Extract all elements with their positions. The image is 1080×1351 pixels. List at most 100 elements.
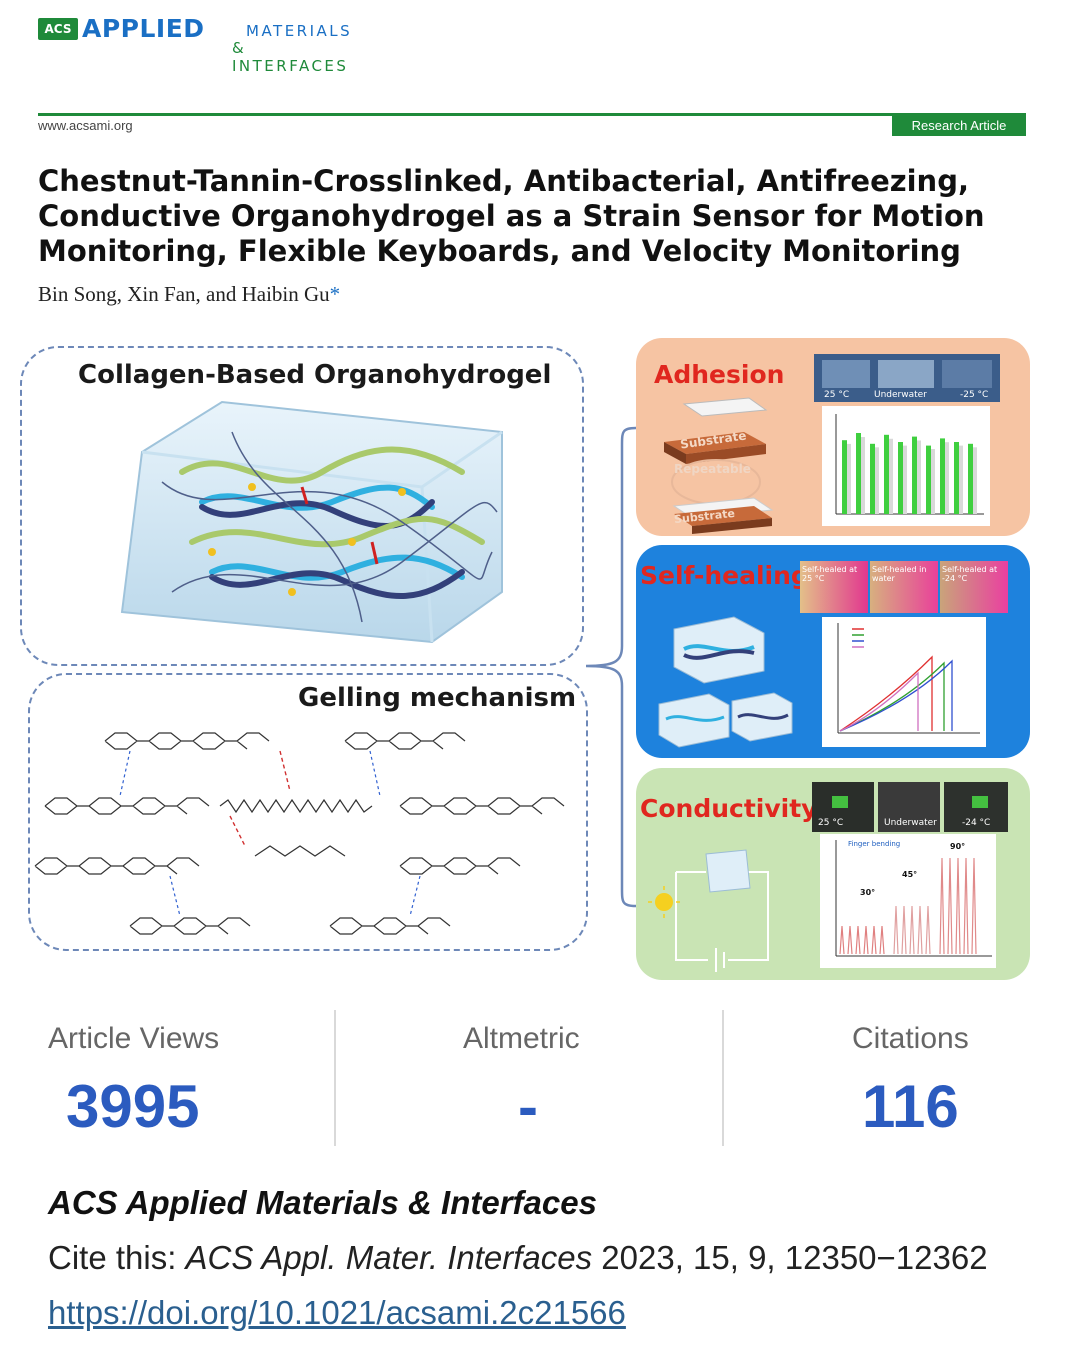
stress-strain-curve: [839, 659, 953, 732]
conductivity-panel: Conductivity 25 °C Underwater -24 °C Fin…: [636, 768, 1030, 980]
collagen-organohydrogel-box: Collagen-Based Organohydrogel: [20, 346, 584, 666]
title-line: Chestnut-Tannin-Crosslinked, Antibacteri…: [38, 164, 969, 198]
resistance-change-plot: [835, 840, 992, 957]
angle-label: 90°: [950, 842, 966, 851]
adhesion-panel: Adhesion Substrate Repeatable Substrate …: [636, 338, 1030, 536]
cite-details: 2023, 15, 9, 12350−12362: [601, 1239, 988, 1276]
adhesion-bar: [959, 445, 963, 514]
healing-photo-label: Self-healed at -24 °C: [942, 565, 998, 583]
stress-strain-plot: [837, 623, 980, 734]
resistance-peak: [901, 905, 907, 955]
adhesion-bar: [884, 434, 889, 514]
resistance-peak: [971, 857, 977, 955]
resistance-peak: [963, 857, 969, 955]
adhesion-bar: [842, 440, 847, 514]
adhesion-bar: [856, 433, 861, 514]
site-url[interactable]: www.acsami.org: [38, 118, 133, 133]
resistance-peak: [917, 905, 923, 955]
angle-label: 45°: [902, 870, 918, 879]
article-type-badge: Research Article: [892, 115, 1026, 136]
citations-label: Citations: [852, 1022, 969, 1055]
conductivity-photo-label: Underwater: [884, 818, 937, 828]
adhesion-photo-caption: -25 °C: [960, 390, 989, 400]
self-healing-title: Self-healing: [640, 561, 809, 590]
adhesion-bar: [945, 442, 949, 514]
journal-name: ACS Applied Materials & Interfaces: [48, 1184, 597, 1221]
adhesion-bar: [912, 436, 917, 514]
gelling-mechanism-box: Gelling mechanism: [28, 673, 588, 951]
self-healing-panel: Self-healing Self-healed at 25 °C Self-h…: [636, 545, 1030, 758]
substrate-illustration: [664, 397, 774, 534]
resistance-peak: [909, 905, 915, 955]
resistance-peak: [925, 905, 931, 955]
gelling-title: Gelling mechanism: [298, 683, 577, 713]
resistance-peak: [871, 925, 877, 955]
adhesion-photo-strip: 25 °C Underwater -25 °C: [814, 354, 1000, 402]
adhesion-bar: [917, 440, 921, 514]
adhesion-bar: [861, 437, 865, 514]
hydrogel-block-illustration: [120, 400, 503, 644]
resistance-peak: [879, 925, 885, 955]
metrics-divider: [334, 1010, 336, 1146]
adhesion-bar-plot: [835, 414, 984, 515]
collagen-title: Collagen-Based Organohydrogel: [78, 360, 552, 390]
stress-strain-curve: [839, 655, 933, 732]
finger-bending-caption: Finger bending: [848, 840, 901, 848]
adhesion-bar: [940, 438, 945, 514]
adhesion-bar: [968, 443, 973, 514]
bracket-connector: [585, 426, 637, 908]
chemical-structure-diagram: [34, 732, 565, 935]
adhesion-bar: [847, 443, 851, 514]
resistance-peak: [839, 925, 845, 955]
angle-label: 30°: [860, 888, 876, 897]
article-views-label: Article Views: [48, 1022, 220, 1055]
header-divider: [38, 113, 1026, 116]
author-list: Bin Song, Xin Fan, and Haibin Gu*: [38, 282, 340, 307]
resistance-peak: [893, 905, 899, 955]
title-line: Conductive Organohydrogel as a Strain Se…: [38, 199, 985, 233]
adhesion-bar: [926, 445, 931, 514]
healing-photo-strip: Self-healed at 25 °C Self-healed in wate…: [800, 561, 1008, 613]
adhesion-photo-caption: Underwater: [874, 390, 927, 400]
conductivity-title: Conductivity: [640, 794, 818, 823]
doi-link[interactable]: https://doi.org/10.1021/acsami.2c21566: [48, 1294, 626, 1331]
authors-text[interactable]: Bin Song, Xin Fan, and Haibin Gu: [38, 282, 330, 306]
adhesion-bar: [973, 447, 977, 514]
cite-journal: ACS Appl. Mater. Interfaces: [185, 1239, 593, 1276]
metrics-divider: [722, 1010, 724, 1146]
corresponding-author-mark: *: [329, 282, 341, 306]
logo-materials-text: MATERIALS: [246, 22, 353, 40]
conductivity-photo-strip: 25 °C Underwater -24 °C: [812, 782, 1008, 832]
citations-value[interactable]: 116: [862, 1073, 959, 1140]
resistance-peak: [863, 925, 869, 955]
resistance-peak: [847, 925, 853, 955]
logo-applied-text: APPLIED: [82, 14, 205, 43]
adhesion-bar: [898, 442, 903, 514]
stress-strain-curve: [839, 671, 919, 732]
adhesion-bar: [954, 442, 959, 514]
repeatable-label: Repeatable: [674, 462, 751, 476]
logo-interfaces-text: & INTERFACES: [232, 39, 349, 75]
adhesion-title: Adhesion: [654, 360, 785, 389]
finger-bending-chart: Finger bending 30° 45° 90°: [820, 834, 996, 968]
healing-photo-label: Self-healed at 25 °C: [802, 565, 858, 583]
cite-prefix: Cite this:: [48, 1239, 177, 1276]
acs-logo-mark: ACS: [38, 18, 78, 40]
article-title: Chestnut-Tannin-Crosslinked, Antibacteri…: [38, 164, 1038, 269]
adhesion-bar: [870, 443, 875, 514]
resistance-peak: [955, 857, 961, 955]
resistance-peak: [855, 925, 861, 955]
circuit-illustration: [648, 849, 769, 972]
title-line: Monitoring, Flexible Keyboards, and Velo…: [38, 234, 961, 268]
journal-logo[interactable]: ACS APPLIED MATERIALS & INTERFACES: [38, 14, 350, 75]
adhesion-photo-caption: 25 °C: [824, 390, 850, 400]
conductivity-photo-label: 25 °C: [818, 818, 844, 828]
adhesion-bar: [875, 447, 879, 514]
healing-photo-label: Self-healed in water: [872, 565, 927, 583]
conductivity-photo-label: -24 °C: [962, 818, 991, 828]
article-views-value: 3995: [66, 1073, 200, 1140]
altmetric-value: -: [518, 1073, 538, 1140]
adhesion-strength-chart: [822, 406, 990, 526]
adhesion-bar: [903, 445, 907, 514]
healing-blocks-illustration: [658, 616, 793, 748]
